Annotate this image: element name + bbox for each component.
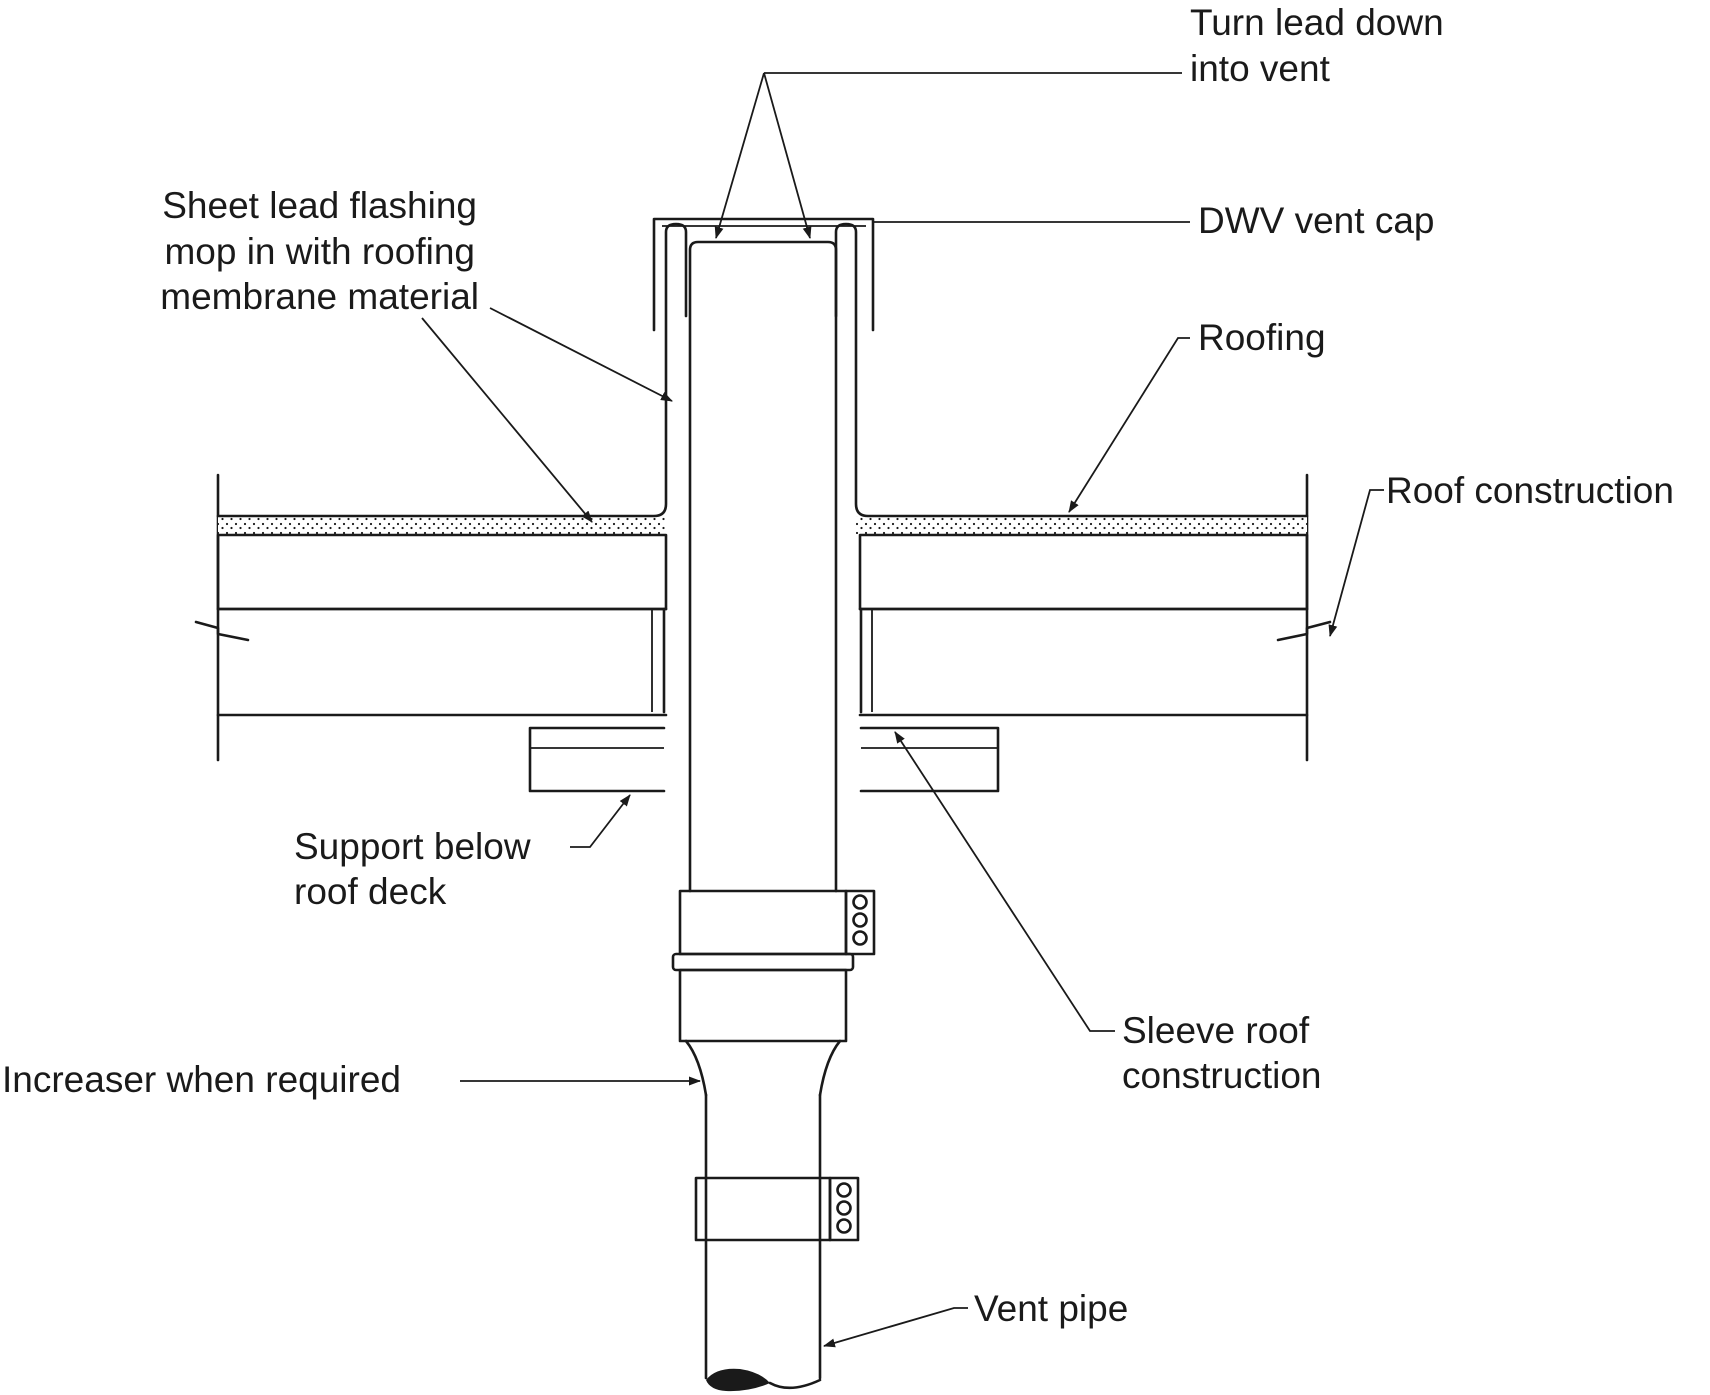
leader-lines [421,72,1384,1348]
label-turn-lead-line1: Turn lead down [1190,2,1444,43]
roofing-gravel-right [856,516,1307,534]
labels: Turn lead down into vent Sheet lead flas… [2,2,1674,1329]
label-sheet-lead-line2: mop in with roofing [164,231,475,272]
label-support-line2: roof deck [294,871,447,912]
insulation-right [858,533,1309,611]
label-sleeve-line2: construction [1122,1055,1322,1096]
vent-pipe [671,240,876,1392]
label-sheet-lead-line1: Sheet lead flashing [162,185,477,226]
support-below-deck [528,726,1000,793]
label-support-line1: Support below [294,826,531,867]
roof-construction [194,473,1332,762]
label-sheet-lead-line3: membrane material [160,276,479,317]
label-turn-lead-line2: into vent [1190,48,1331,89]
label-increaser: Increaser when required [2,1059,401,1100]
pipe-break-end [706,1368,770,1392]
roofing-gravel-left [218,516,666,534]
insulation-left [216,533,668,611]
label-sleeve-line1: Sleeve roof [1122,1010,1310,1051]
label-roof-construction: Roof construction [1386,470,1674,511]
label-roofing: Roofing [1198,317,1326,358]
dwv-vent-cap [652,217,875,332]
label-dwv-vent-cap: DWV vent cap [1198,200,1434,241]
label-vent-pipe: Vent pipe [974,1288,1128,1329]
